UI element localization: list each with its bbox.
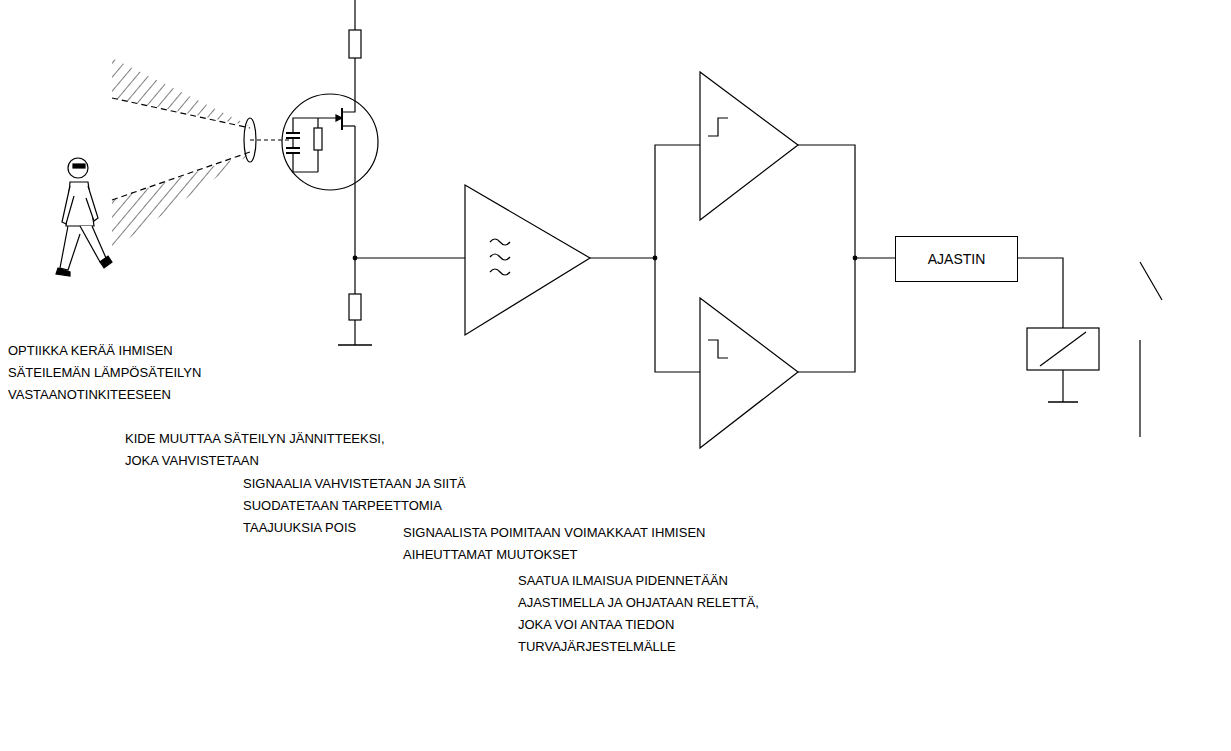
- relay-coil: [1027, 328, 1099, 370]
- gate-arrow: [336, 115, 342, 121]
- shoe: [100, 256, 112, 268]
- filter-amplifier: [465, 185, 590, 335]
- ground-symbol: [338, 344, 372, 346]
- step-symbol: [708, 118, 728, 136]
- arm: [62, 186, 74, 224]
- resistor-symbol: [314, 128, 322, 150]
- step-symbol: [708, 340, 728, 358]
- junction-dot: [353, 256, 357, 260]
- relay-contact: [1140, 262, 1162, 300]
- pyro-crystal: [286, 133, 300, 153]
- shoe: [56, 268, 70, 276]
- relay-coil-mark: [1040, 332, 1086, 366]
- wire: [655, 145, 700, 372]
- jfet-symbol: [336, 104, 355, 130]
- wire: [1018, 258, 1063, 328]
- person-figure: [56, 158, 112, 276]
- wire: [590, 257, 655, 258]
- sine-symbol: [490, 269, 510, 275]
- resistor-symbol: [349, 294, 361, 320]
- junction-dot: [853, 256, 857, 260]
- lens: [244, 118, 256, 162]
- wire: [355, 257, 465, 258]
- wire: [855, 257, 895, 258]
- wire: [1062, 370, 1063, 402]
- wire: [292, 138, 293, 148]
- comparator-triangle: [700, 298, 798, 448]
- ground-symbol: [1048, 401, 1078, 403]
- hatched-zone: [112, 58, 250, 126]
- relay-contact: [1139, 340, 1140, 437]
- timer-box: AJASTIN: [895, 236, 1018, 282]
- wire: [798, 145, 855, 372]
- caption-note: SAATUA ILMAISUA PIDENNETÄÄN AJASTIMELLA …: [518, 570, 793, 658]
- wire: [317, 150, 318, 172]
- source: [342, 125, 355, 126]
- comparator-triangle: [700, 72, 798, 220]
- leg: [60, 226, 80, 270]
- box-label: AJASTIN: [928, 251, 986, 267]
- view-boundary: [112, 152, 250, 200]
- caption-note: SIGNAALISTA POIMITAAN VOIMAKKAAT IHMISEN…: [403, 522, 765, 566]
- sensor-housing: [282, 94, 378, 190]
- wire: [293, 153, 318, 172]
- hatched-zone: [112, 154, 250, 250]
- head: [68, 158, 88, 178]
- caption-note: KIDE MUUTTAA SÄTEILYN JÄNNITTEEKSI, JOKA…: [125, 428, 387, 472]
- leg: [80, 226, 106, 262]
- wire: [317, 118, 318, 128]
- sunglasses: [73, 164, 85, 168]
- view-boundary: [112, 98, 250, 128]
- sine-symbol: [490, 254, 510, 260]
- caption-note: OPTIIKKA KERÄÄ IHMISEN SÄTEILEMÄN LÄMPÖS…: [8, 340, 233, 406]
- resistor-symbol: [349, 30, 361, 58]
- drain: [342, 104, 355, 112]
- sine-symbol: [490, 239, 510, 245]
- arm: [86, 186, 98, 221]
